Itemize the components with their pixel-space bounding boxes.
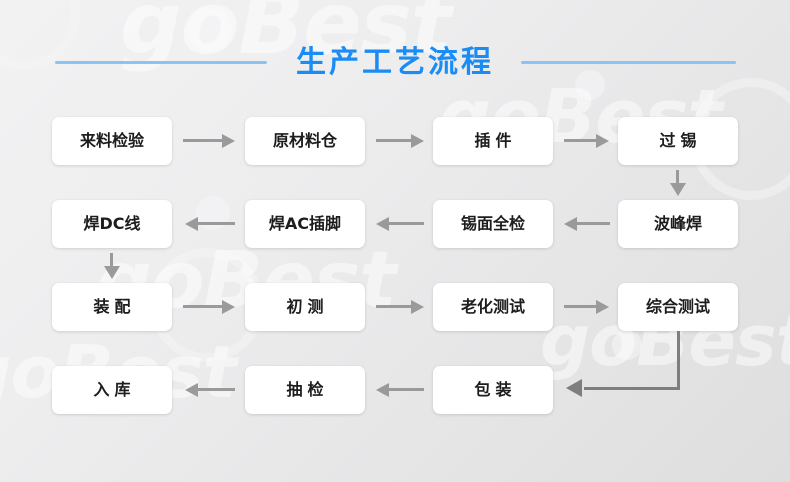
flow-step-label: 包装 xyxy=(474,380,517,399)
title-rule-right xyxy=(521,61,736,64)
page-title: 生产工艺流程 xyxy=(0,34,790,92)
arrow-down-icon xyxy=(667,170,689,196)
arrow-right-icon xyxy=(376,296,424,318)
elbow-connector xyxy=(566,331,682,397)
flow-step-box[interactable]: 波峰焊 xyxy=(618,200,738,248)
flow-step-label: 焊AC插脚 xyxy=(268,214,342,233)
flow-step-label: 来料检验 xyxy=(79,131,144,150)
flow-step-label: 抽检 xyxy=(286,380,329,399)
flow-step-box[interactable]: 过锡 xyxy=(618,117,738,165)
flow-step-box[interactable]: 入库 xyxy=(52,366,172,414)
flow-step-box[interactable]: 初测 xyxy=(245,283,365,331)
flow-step-box[interactable]: 来料检验 xyxy=(52,117,172,165)
arrow-right-icon xyxy=(564,296,609,318)
flow-step-box[interactable]: 锡面全检 xyxy=(433,200,553,248)
flow-step-label: 焊DC线 xyxy=(83,214,141,233)
flow-step-box[interactable]: 焊DC线 xyxy=(52,200,172,248)
arrow-left-icon xyxy=(185,379,235,401)
flow-step-label: 原材料仓 xyxy=(272,131,337,150)
arrow-right-icon xyxy=(183,296,235,318)
arrow-down-icon xyxy=(101,253,123,279)
page-title-text: 生产工艺流程 xyxy=(296,45,494,80)
flow-step-box[interactable]: 包装 xyxy=(433,366,553,414)
flow-step-box[interactable]: 焊AC插脚 xyxy=(245,200,365,248)
arrow-right-icon xyxy=(183,130,235,152)
flow-step-label: 老化测试 xyxy=(460,297,525,316)
flow-step-box[interactable]: 抽检 xyxy=(245,366,365,414)
flow-step-label: 波峰焊 xyxy=(653,214,702,233)
flow-step-label: 插件 xyxy=(474,131,517,150)
flow-step-label: 过锡 xyxy=(659,131,702,150)
flow-step-box[interactable]: 原材料仓 xyxy=(245,117,365,165)
flow-step-box[interactable]: 插件 xyxy=(433,117,553,165)
flow-step-label: 锡面全检 xyxy=(460,214,525,233)
flow-step-box[interactable]: 老化测试 xyxy=(433,283,553,331)
flow-step-label: 综合测试 xyxy=(645,297,710,316)
arrow-left-icon xyxy=(376,213,424,235)
arrow-right-icon xyxy=(564,130,609,152)
flow-step-label: 装配 xyxy=(93,297,136,316)
title-rule-left xyxy=(55,61,267,64)
arrow-left-icon xyxy=(185,213,235,235)
arrow-left-icon xyxy=(376,379,424,401)
flow-step-label: 初测 xyxy=(286,297,329,316)
flow-step-box[interactable]: 综合测试 xyxy=(618,283,738,331)
arrow-right-icon xyxy=(376,130,424,152)
flow-step-box[interactable]: 装配 xyxy=(52,283,172,331)
flow-step-label: 入库 xyxy=(93,380,136,399)
arrow-left-icon xyxy=(564,213,610,235)
